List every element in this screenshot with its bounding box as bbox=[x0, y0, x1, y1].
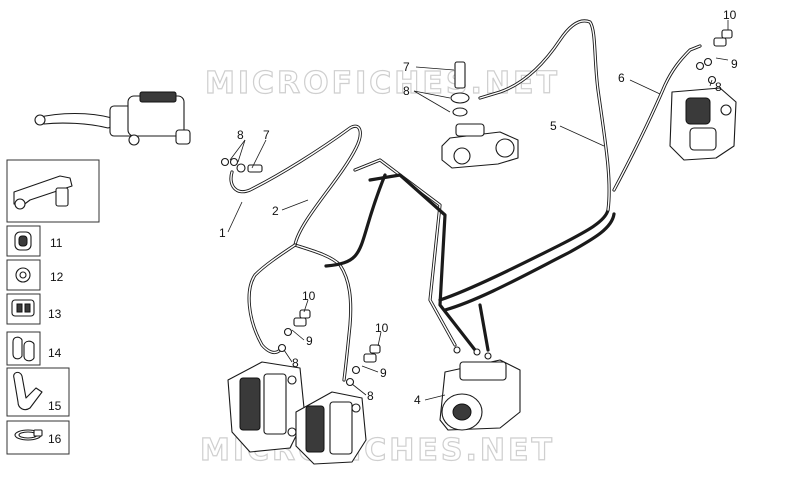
part-label-12: 12 bbox=[50, 270, 64, 284]
callout-8-right: 8 bbox=[715, 80, 722, 94]
hose-clip-block-icon bbox=[11, 299, 35, 317]
callout-9-front-left: 9 bbox=[306, 334, 313, 348]
side-parts-column: 11 12 13 14 15 bbox=[6, 159, 100, 455]
rear-master-cylinder bbox=[441, 61, 519, 169]
banjo-fitting-left bbox=[220, 157, 263, 173]
banjo-fitting-front-right bbox=[345, 344, 381, 387]
callout-7-left: 7 bbox=[263, 128, 270, 142]
band-clamp-icon bbox=[14, 429, 43, 441]
front-master-cylinder bbox=[34, 91, 191, 146]
callout-8-left: 8 bbox=[237, 128, 244, 142]
callout-10-front-left: 10 bbox=[302, 289, 316, 303]
bracket-clamp-icon bbox=[13, 371, 43, 411]
callout-1: 1 bbox=[219, 226, 226, 240]
front-brake-caliper-left bbox=[227, 361, 306, 453]
callout-9-front-right: 9 bbox=[380, 366, 387, 380]
brake-hoses bbox=[229, 19, 702, 382]
callout-5: 5 bbox=[550, 119, 557, 133]
callout-4: 4 bbox=[414, 393, 421, 407]
callout-6: 6 bbox=[618, 71, 625, 85]
abs-modulator bbox=[439, 346, 521, 431]
callout-8-front-left: 8 bbox=[292, 356, 299, 370]
callout-7-top: 7 bbox=[403, 60, 410, 74]
washer-icon bbox=[15, 267, 31, 283]
callout-2: 2 bbox=[272, 204, 279, 218]
callout-8-top: 8 bbox=[403, 84, 410, 98]
part-label-15: 15 bbox=[48, 399, 62, 413]
part-label-11: 11 bbox=[50, 236, 63, 250]
rubber-grommet-icon bbox=[14, 231, 32, 251]
callout-8-front-right: 8 bbox=[367, 389, 374, 403]
footrest-bracket-icon bbox=[13, 175, 73, 210]
part-label-14: 14 bbox=[48, 346, 62, 360]
watermark-top: MICROFICHES.NET bbox=[205, 66, 560, 101]
leader-lines bbox=[61, 20, 729, 401]
callout-10-front-right: 10 bbox=[375, 321, 389, 335]
callout-9-right: 9 bbox=[731, 57, 738, 71]
rear-brake-caliper bbox=[669, 29, 737, 161]
banjo-fitting-front-left bbox=[277, 309, 311, 353]
callout-10-right: 10 bbox=[723, 8, 737, 22]
part-label-16: 16 bbox=[48, 432, 62, 446]
hose-clamp-icon bbox=[12, 336, 35, 362]
part-label-13: 13 bbox=[48, 307, 62, 321]
front-brake-caliper-right bbox=[295, 391, 367, 465]
callout-labels: 1 2 3 4 5 6 8 7 7 8 10 9 8 10 9 8 10 9 8 bbox=[86, 8, 738, 407]
